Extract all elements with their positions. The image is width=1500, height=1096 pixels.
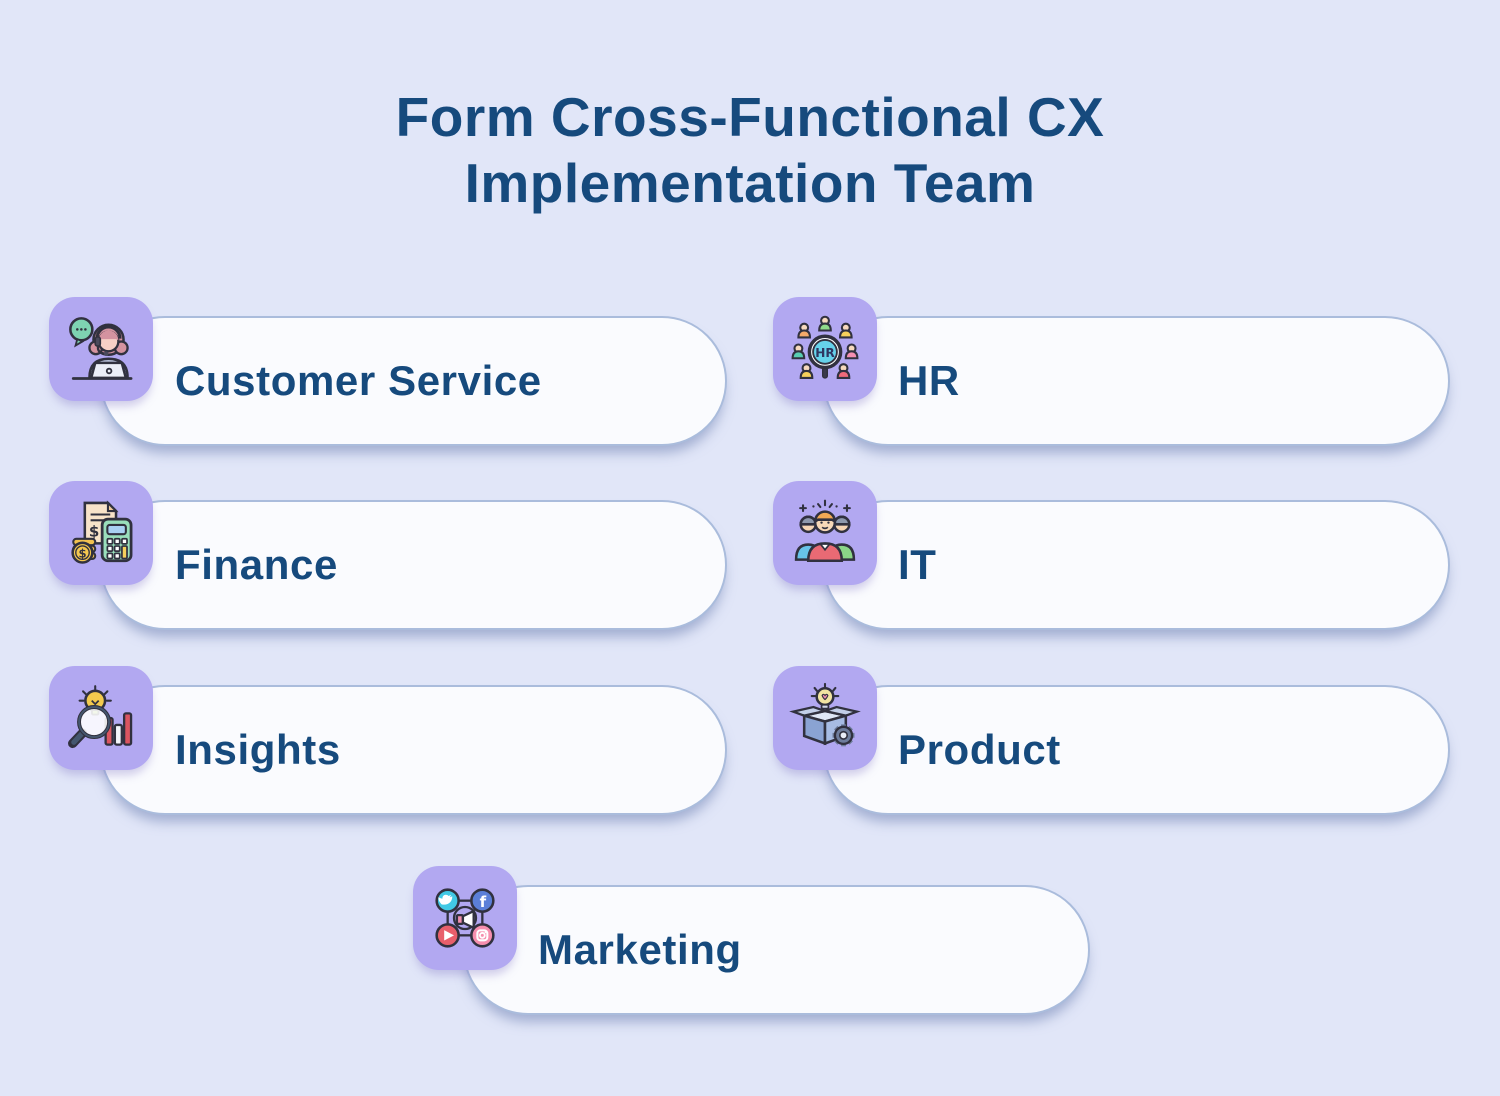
- page-title-line1: Form Cross-Functional CX: [395, 86, 1105, 148]
- icon-tile: $ $: [49, 481, 153, 585]
- card-label: Customer Service: [175, 357, 542, 404]
- card-hr: HR: [823, 316, 1450, 446]
- card-label: Insights: [175, 726, 341, 773]
- card-customer-service: Customer Service: [100, 316, 727, 446]
- icon-tile: [773, 481, 877, 585]
- card-marketing: Marketing: [463, 885, 1090, 1015]
- marketing-social-media-icon: f: [435, 888, 495, 948]
- card-product: Product: [823, 685, 1450, 815]
- card-label: Marketing: [538, 926, 742, 973]
- finance-calculator-icon: $ $: [71, 500, 133, 564]
- card-label: HR: [898, 357, 960, 404]
- page-title: Form Cross-Functional CX Implementation …: [0, 84, 1500, 216]
- icon-tile: f: [413, 866, 517, 970]
- customer-service-agent-icon: [69, 317, 133, 380]
- svg-text:f: f: [480, 893, 487, 911]
- hr-team-magnifier-icon: HR: [791, 315, 859, 379]
- page-title-line2: Implementation Team: [464, 152, 1036, 214]
- product-box-idea-icon: [789, 682, 861, 747]
- card-label: Finance: [175, 541, 338, 588]
- svg-text:HR: HR: [815, 346, 835, 360]
- svg-text:$: $: [78, 546, 86, 560]
- card-label: IT: [898, 541, 937, 588]
- icon-tile: [49, 297, 153, 401]
- icon-tile: HR: [773, 297, 877, 401]
- card-it: IT: [823, 500, 1450, 630]
- icon-tile: [49, 666, 153, 770]
- svg-text:$: $: [89, 522, 99, 540]
- it-team-icon: [794, 499, 856, 563]
- card-label: Product: [898, 726, 1061, 773]
- card-insights: Insights: [100, 685, 727, 815]
- insights-magnifier-chart-icon: [68, 685, 133, 749]
- icon-tile: [773, 666, 877, 770]
- card-finance: Finance: [100, 500, 727, 630]
